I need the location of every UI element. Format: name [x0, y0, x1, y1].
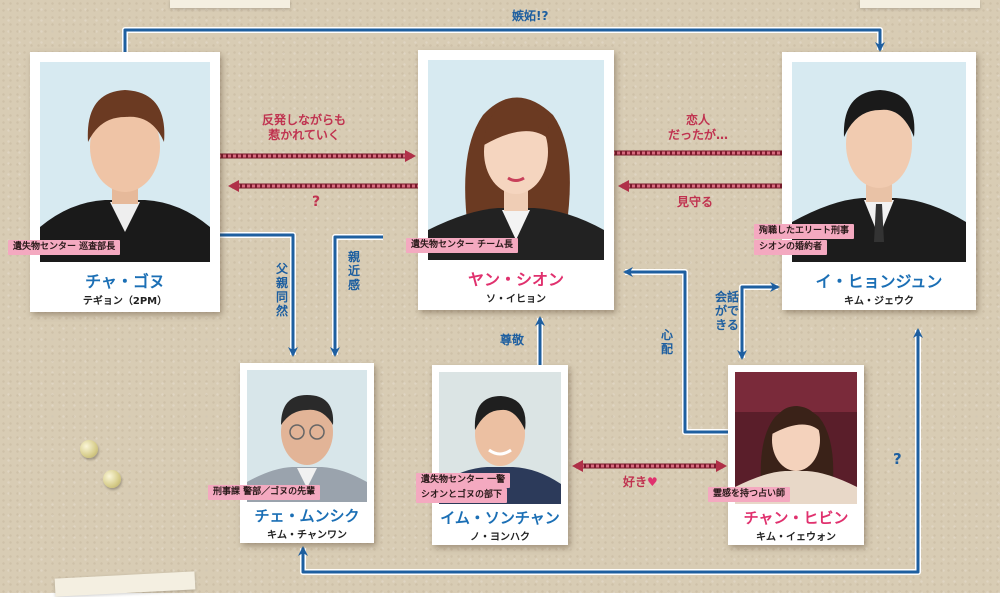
arrow-can-talk-right — [740, 282, 780, 300]
tag-gonu-0: 遺失物センター 巡査部長 — [8, 240, 121, 255]
card-sion: 遺失物センター チーム長 ヤン・シオン ソ・イヒョン — [406, 50, 614, 310]
arrow-hibin-munsiku — [298, 330, 920, 574]
actor-sonchan: ノ・ヨンハク — [470, 532, 530, 543]
label-jealousy: 嫉妬!? — [512, 9, 549, 23]
label-attracted: 反発しながらも 惹かれていく — [262, 113, 346, 143]
label-fatherly: 父親同然 — [275, 262, 288, 318]
label-former-lover: 恋人 だったが… — [668, 113, 728, 143]
heart-icon: ♥ — [647, 475, 658, 489]
name-gonu: チャ・ゴヌ — [85, 272, 165, 291]
actor-gonu: テギョン（2PM） — [82, 296, 168, 307]
tag-hyonjun-1: シオンの婚約者 — [754, 240, 828, 255]
card-hyonjun: 殉職したエリート刑事 シオンの婚約者 イ・ヒョンジュン キム・ジェウク — [754, 52, 976, 310]
pushpin-icon — [103, 470, 121, 488]
label-watch-over: 見守る — [677, 195, 714, 209]
arrow-worry — [623, 267, 728, 434]
actor-hyonjun: キム・ジェウク — [844, 296, 914, 307]
label-can-talk: 会話ができる — [714, 290, 739, 332]
card-sonchan: 遺失物センター 一警 シオンとゴヌの部下 イム・ソンチャン ノ・ヨンハク — [416, 365, 568, 545]
arrow-fatherly — [218, 233, 298, 357]
label-closeness: 親近感 — [347, 250, 360, 292]
tag-hyonjun-0: 殉職したエリート刑事 — [754, 224, 855, 239]
pushpin-icon — [80, 440, 98, 458]
actor-munsiku: キム・チャンワン — [267, 530, 347, 541]
label-former-lover-line1: 恋人 — [686, 113, 711, 127]
actor-hibin: キム・イェウォン — [756, 532, 836, 543]
photo-gonu — [40, 62, 210, 262]
name-hyonjun: イ・ヒョンジュン — [815, 272, 943, 291]
name-munsiku: チェ・ムンシク — [254, 507, 360, 525]
card-gonu: 遺失物センター 巡査部長 チャ・ゴヌ テギョン（2PM） — [8, 52, 220, 312]
label-question-hibin: ? — [893, 450, 902, 468]
tag-sonchan-1: シオンとゴヌの部下 — [416, 488, 508, 503]
tag-sion-0: 遺失物センター チーム長 — [406, 238, 518, 253]
arrow-closeness — [330, 235, 383, 357]
card-hibin: 霊感を持つ占い師 チャン・ヒビン キム・イェウォン — [708, 365, 864, 545]
name-sonchan: イム・ソンチャン — [440, 509, 560, 527]
tag-hibin-0: 霊感を持つ占い師 — [708, 487, 791, 502]
name-sion: ヤン・シオン — [467, 270, 564, 289]
arrow-jealousy — [123, 28, 885, 55]
label-worry: 心配 — [660, 328, 673, 356]
tag-munsiku-0: 刑事課 警部／ゴヌの先輩 — [208, 485, 321, 500]
label-attracted-line1: 反発しながらも — [262, 113, 347, 127]
name-hibin: チャン・ヒビン — [743, 509, 849, 527]
card-munsiku: 刑事課 警部／ゴヌの先輩 チェ・ムンシク キム・チャンワン — [208, 363, 374, 543]
tag-sonchan-0: 遺失物センター 一警 — [416, 473, 511, 488]
paper-scrap — [860, 0, 980, 8]
photo-sion — [428, 60, 604, 260]
label-likes-text: 好き — [623, 475, 648, 489]
label-attracted-line2: 惹かれていく — [268, 128, 340, 142]
label-respect: 尊敬 — [500, 333, 525, 347]
label-former-lover-line2: だったが… — [668, 128, 729, 142]
actor-sion: ソ・イヒョン — [486, 294, 546, 305]
photo-hibin — [735, 372, 857, 504]
photo-munsiku — [247, 370, 367, 502]
paper-scrap — [170, 0, 290, 8]
label-likes: 好き♥ — [623, 475, 658, 490]
label-question-gonu: ? — [312, 194, 321, 210]
